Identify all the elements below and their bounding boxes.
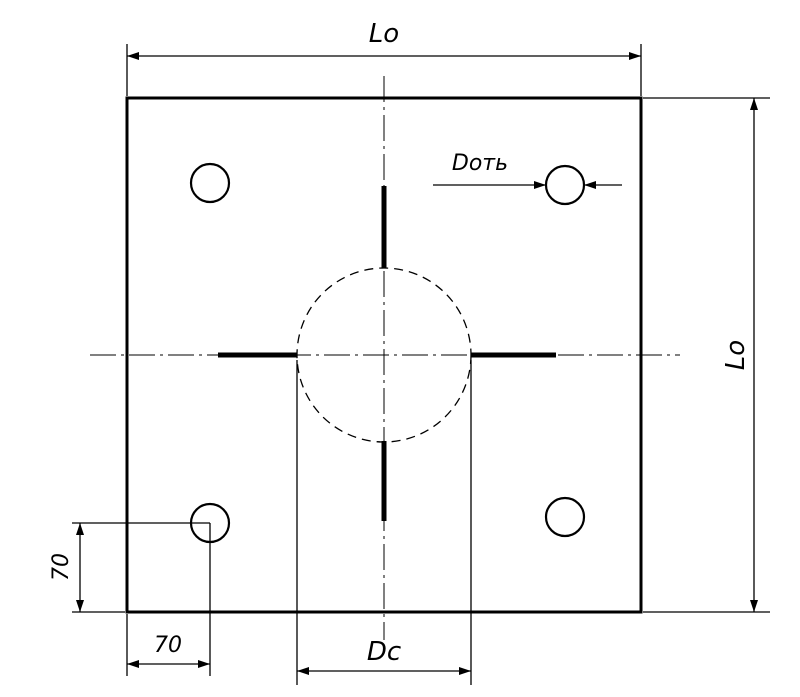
edge-offset-x-dimension: 70 — [126, 523, 211, 676]
right-height-label: Lo — [721, 340, 751, 370]
column-diameter-label: Dc — [367, 637, 401, 667]
top-width-label: Lo — [369, 19, 399, 49]
hole-diameter-callout: Dоть — [433, 151, 622, 189]
edge-offset-y-dimension: 70 — [49, 522, 210, 613]
top-width-dimension: Lo — [126, 19, 642, 96]
hole-diameter-label: Dоть — [452, 151, 508, 176]
bolt-hole-icon — [189, 162, 231, 204]
right-height-dimension: Lo — [643, 97, 770, 613]
bolt-hole-icon — [544, 164, 586, 206]
edge-offset-x-label: 70 — [154, 633, 182, 658]
column-diameter-dimension: Dc — [296, 360, 472, 685]
edge-offset-y-label: 70 — [49, 553, 74, 581]
bolt-hole-icon — [544, 496, 586, 538]
